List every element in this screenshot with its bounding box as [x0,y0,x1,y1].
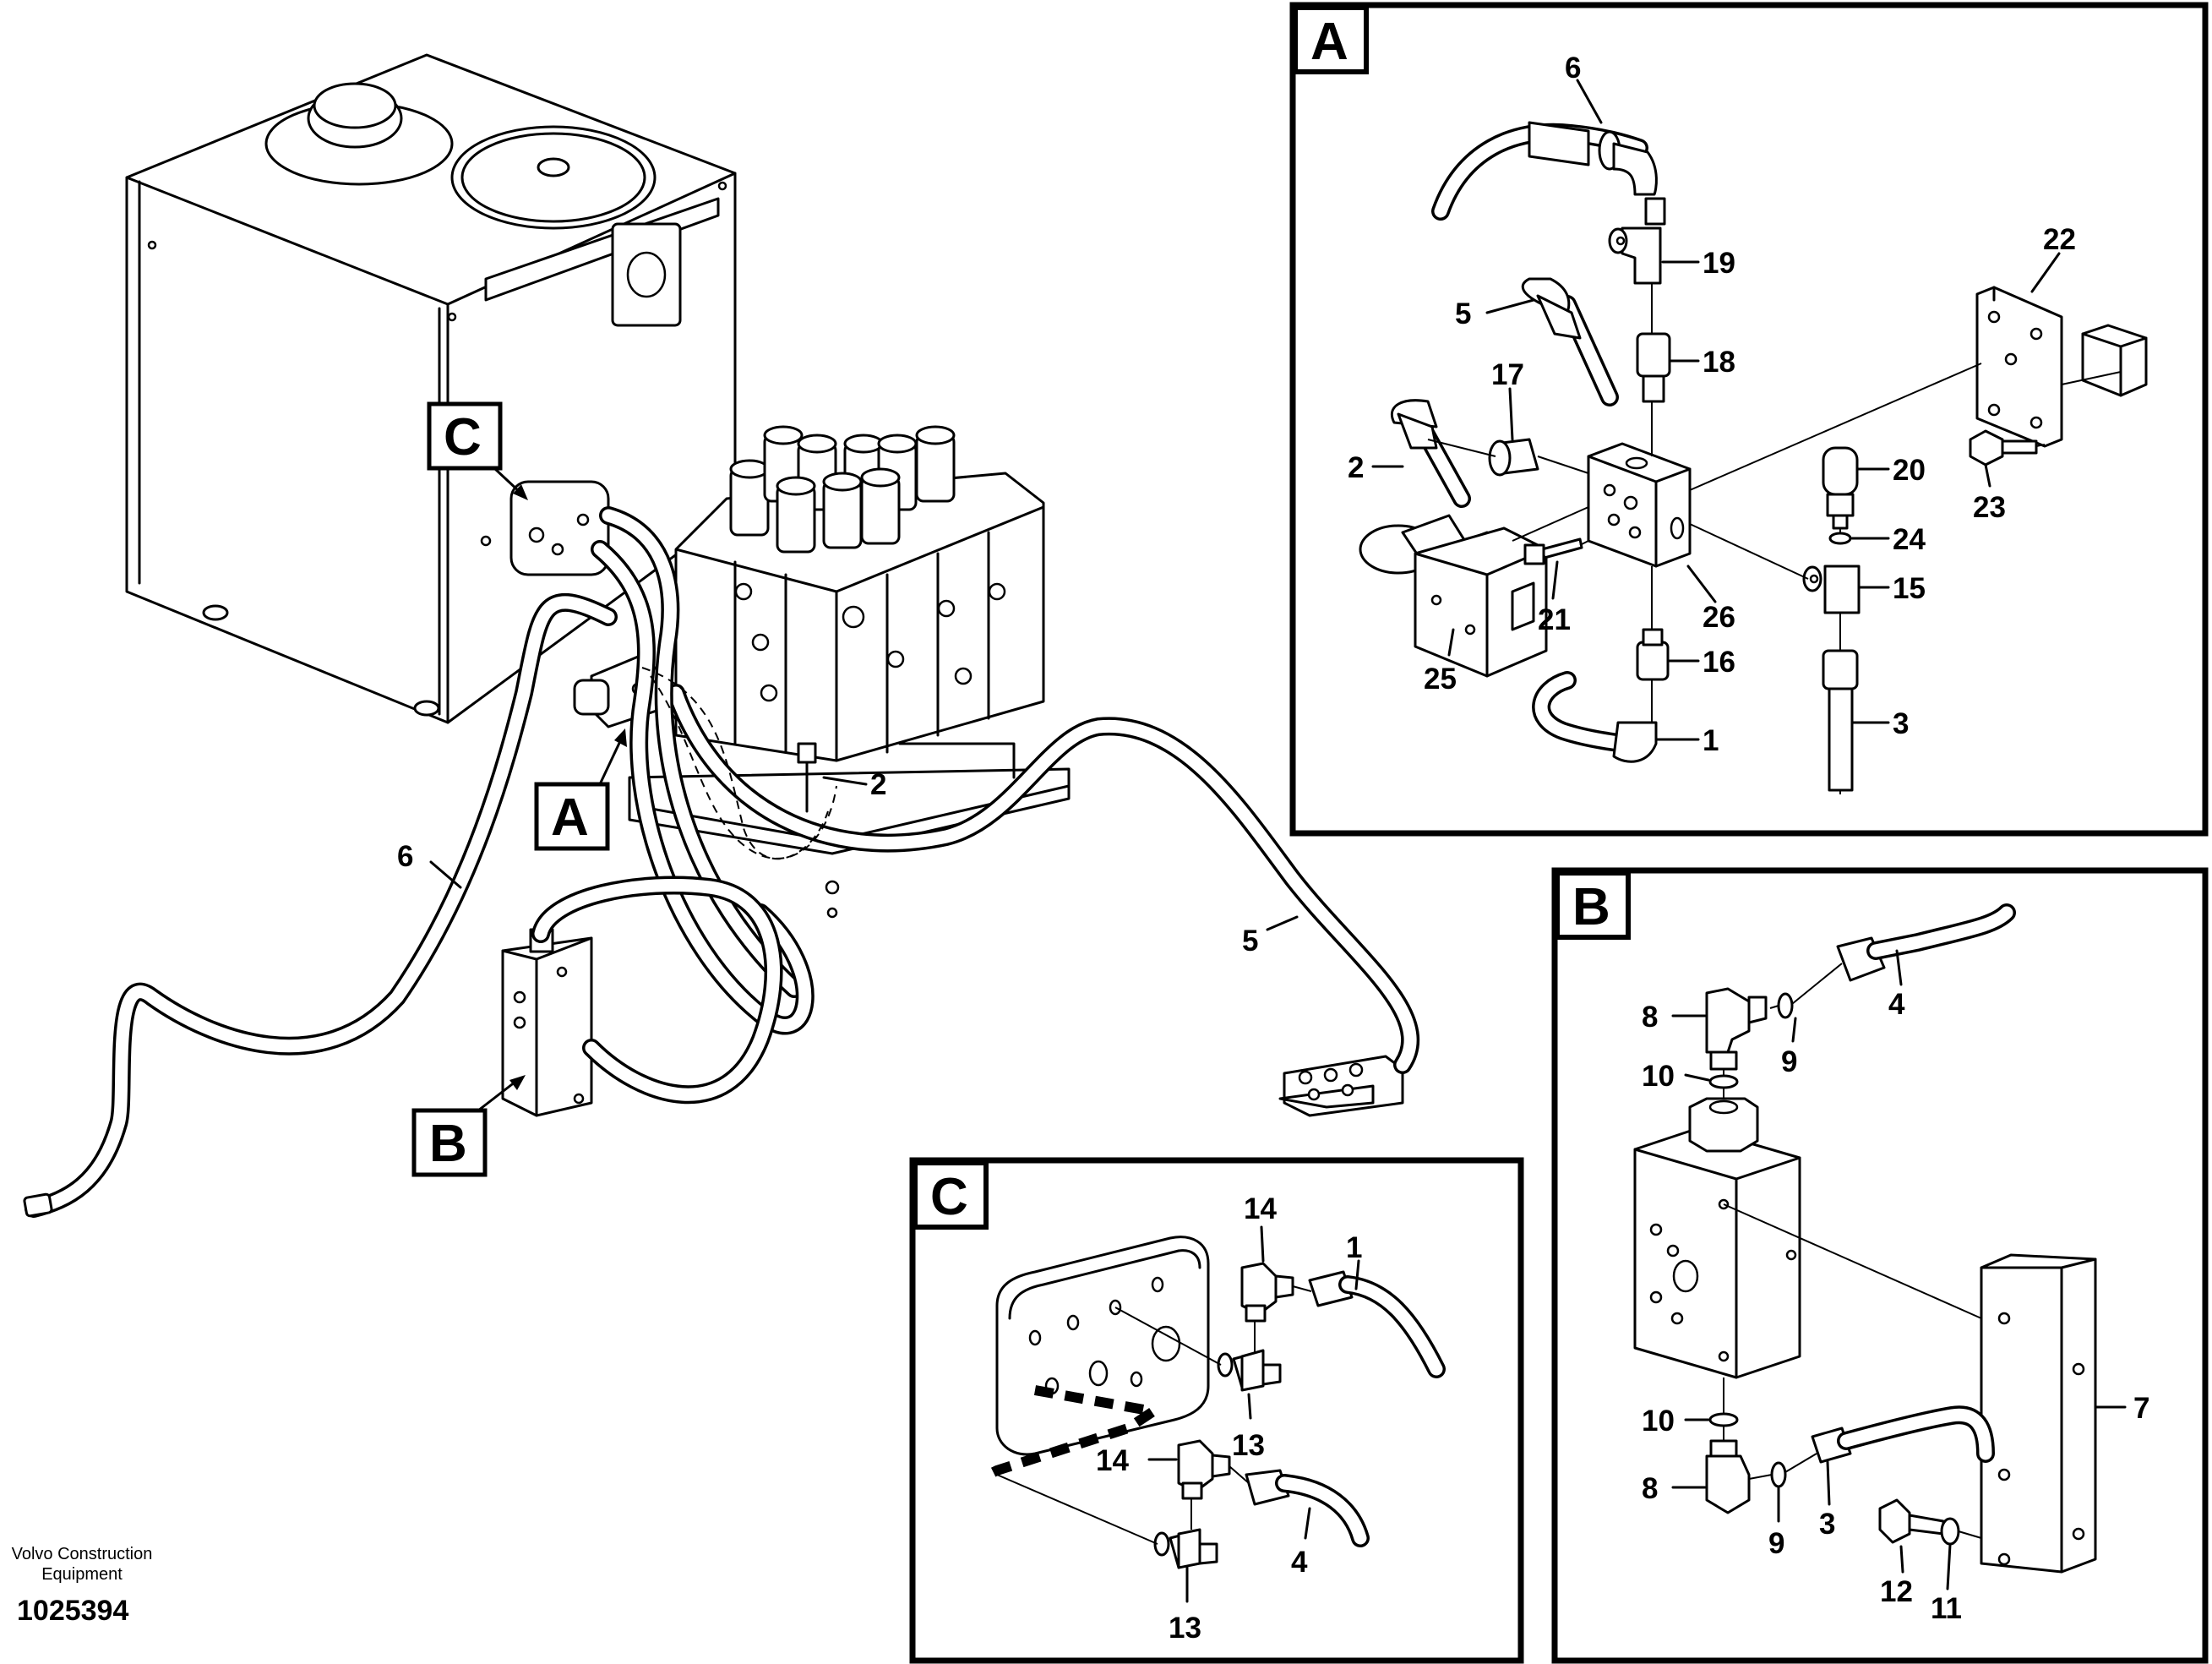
tee-13-upper [1217,1349,1282,1392]
brand-line-2: Equipment [41,1565,123,1584]
label-b-10-bottom: 10 [1642,1405,1675,1438]
detail-c-tag: C [930,1168,968,1226]
washer-9-bottom [1770,1461,1787,1488]
label-c-13-lower: 13 [1169,1612,1201,1645]
plate-22 [1975,286,2063,448]
label-b-8-bottom: 8 [1642,1472,1658,1505]
manifold-26 [1587,442,1692,568]
detail-a: A [1289,2,2209,837]
tag-b-overview: B [411,1075,526,1177]
bolt-23 [1969,429,2046,466]
washer-9-top [1777,992,1794,1019]
washer-24 [1828,532,1852,545]
control-valve [628,425,1071,919]
label-a-22: 22 [2043,223,2076,256]
label-a-24: 24 [1893,523,1926,556]
label-c-4: 4 [1291,1546,1308,1579]
label-b-3: 3 [1819,1508,1835,1541]
label-b-8-top: 8 [1642,1001,1658,1034]
plate-7 [1980,1253,2097,1574]
top-nut [1688,1097,1759,1153]
label-a-1: 1 [1703,724,1719,757]
washer-10-top [1708,1074,1739,1089]
manifold-c-overview [509,480,610,576]
washer-11 [1940,1517,1960,1546]
label-hose-2: 2 [870,768,886,801]
label-c-13-upper: 13 [1232,1429,1265,1462]
washer-10-bottom [1708,1412,1739,1427]
label-a-20: 20 [1893,454,1926,487]
label-b-9-bottom: 9 [1768,1527,1784,1560]
fitting-18 [1636,332,1671,378]
footer-brand: Volvo Construction Equipment 1025394 [12,1545,153,1627]
label-a-15: 15 [1893,572,1926,605]
label-a-23: 23 [1973,491,2006,524]
label-a-16: 16 [1703,646,1735,679]
detail-a-tag: A [1310,13,1348,71]
label-a-18: 18 [1703,346,1735,379]
detail-b-tag: B [1572,878,1610,936]
drawing-number: 1025394 [17,1595,128,1627]
label-hose-6: 6 [397,840,413,873]
remote-valve [1278,1055,1404,1117]
svg-text:B: B [429,1115,467,1173]
label-a-6: 6 [1565,52,1581,85]
label-b-4: 4 [1888,988,1905,1021]
label-a-19: 19 [1703,247,1735,280]
manifold-block-b [1633,1127,1801,1379]
detail-b: B [1551,867,2209,1664]
tag-a-overview: A [534,728,627,851]
detail-c: C [909,1157,1524,1664]
label-hose-5: 5 [1242,925,1258,957]
block-b-overview [501,928,593,1117]
elbow-8-top [1705,987,1768,1071]
tee-13-lower [1153,1528,1218,1569]
tee-15 [1689,523,1861,614]
overview-hoses [23,506,1420,1218]
label-a-21: 21 [1538,603,1571,636]
label-a-26: 26 [1703,601,1735,634]
label-b-7: 7 [2133,1392,2149,1425]
label-a-17: 17 [1491,358,1524,391]
label-c-14-lower: 14 [1096,1444,1129,1477]
label-a-25: 25 [1424,663,1457,696]
label-b-9-top: 9 [1781,1045,1797,1078]
sensor-20 [1822,446,1859,532]
fitting-16 [1636,641,1670,681]
label-a-3: 3 [1893,707,1909,740]
label-a-2: 2 [1348,451,1364,484]
label-c-1: 1 [1346,1231,1362,1264]
label-b-12: 12 [1880,1575,1913,1608]
svg-text:C: C [444,408,482,466]
tee-19 [1621,226,1662,285]
elbow-14-lower [1177,1439,1231,1500]
elbow-8-bottom [1705,1439,1751,1514]
overview-assembly: 2 6 5 C A B [23,53,1420,1218]
tag-c-overview: C [427,401,528,500]
brand-line-1: Volvo Construction [12,1545,153,1563]
elbow-14-upper [1240,1262,1294,1323]
label-b-11: 11 [1931,1592,1962,1625]
label-a-5: 5 [1455,297,1471,330]
label-c-14-upper: 14 [1244,1192,1277,1225]
svg-text:A: A [551,788,589,847]
label-b-10-top: 10 [1642,1060,1675,1093]
